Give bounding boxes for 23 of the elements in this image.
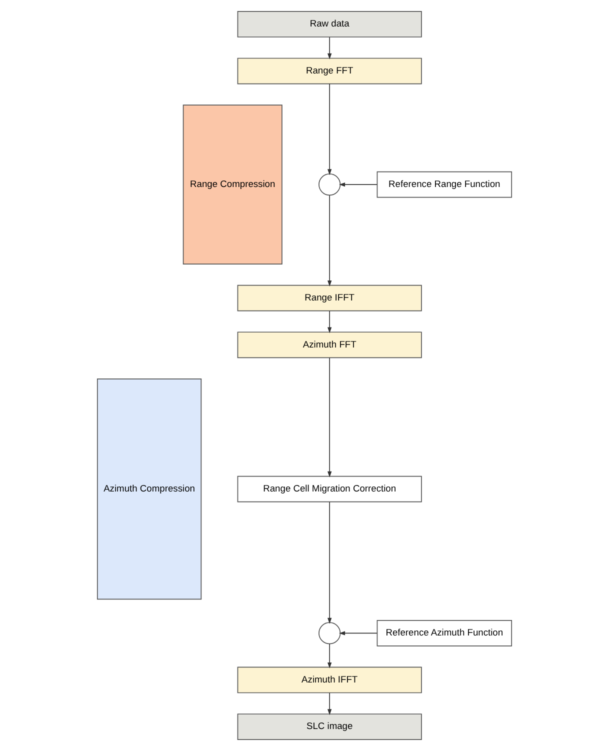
node-box: Azimuth IFFT [237,666,422,694]
node-circle [318,174,341,196]
node-box: Azimuth FFT [237,332,422,358]
arrow [339,631,378,636]
arrow [339,182,378,187]
node-box: Azimuth Compression [96,378,202,600]
node-box: SLC image [237,714,422,740]
arrow [328,643,332,668]
node-box: Range Compression [182,104,282,264]
node-box: Reference Range Function [376,171,512,198]
arrow [328,502,332,624]
node-box: Raw data [237,11,422,38]
arrow [328,357,332,478]
arrow [328,194,332,286]
arrow [328,83,332,176]
arrow [328,692,332,716]
node-box: Range IFFT [237,284,422,312]
node-box: Reference Azimuth Function [376,620,512,646]
node-box: Range FFT [237,58,422,84]
node-circle [318,622,341,644]
arrow [328,310,332,334]
node-box: Range Cell Migration Correction [237,476,422,502]
arrow [328,36,332,60]
